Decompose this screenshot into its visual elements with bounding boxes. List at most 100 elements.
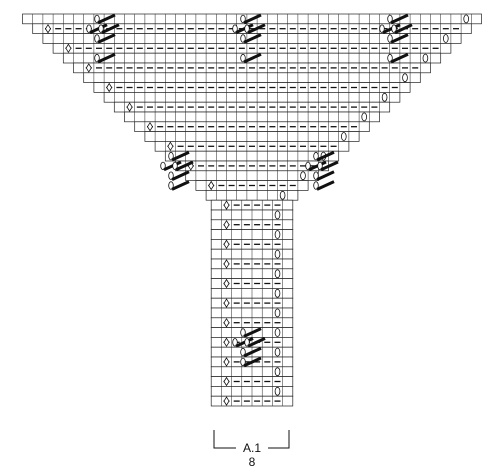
oval-icon [463,14,470,24]
diamond-icon [85,63,92,73]
row-outline [83,72,421,83]
diamond-icon [147,121,153,132]
chart-label: A.1 [243,441,261,455]
chart-row [210,239,294,250]
row-outline [185,170,319,181]
diamond-icon [223,337,230,348]
chart-row [210,268,294,279]
oval-icon [274,347,281,357]
diamond-icon [223,376,230,387]
oval-icon [274,308,281,318]
diamond-icon [223,396,230,406]
chart-row [210,209,294,221]
oval-icon [274,386,281,396]
slanted-bar-icon [317,160,339,172]
chart-row [210,288,294,299]
chart-row [210,229,294,240]
oval-icon [422,53,429,63]
oval-icon [402,73,408,83]
oval-icon [361,112,368,122]
slanted-bar-icon [313,180,335,191]
slanted-bar-icon [387,33,409,44]
diamond-icon [223,239,230,250]
chart-row [164,150,340,162]
slanted-bar-icon [168,180,190,191]
chart-row [210,278,294,289]
slanted-bar-icon [387,52,409,64]
diamond-icon [65,43,72,54]
slanted-bar-icon [172,160,194,172]
diamond-icon [223,278,230,289]
oval-icon [274,288,281,298]
chart-row [210,199,294,211]
slanted-bar-icon [240,327,262,338]
diamond-icon [223,317,230,328]
chart-row [124,111,380,123]
diamond-icon [45,23,51,34]
slanted-bar-icon [94,52,116,64]
diamond-icon [167,141,174,152]
slanted-bar-icon [168,170,190,181]
slanted-bar-icon [240,33,262,44]
chart-row [103,92,401,103]
chart-row [210,395,294,407]
diamond-icon [223,259,230,269]
diamond-icon [223,357,230,367]
slanted-bar-icon [244,23,266,34]
oval-icon [274,210,281,220]
oval-icon [274,249,281,259]
slanted-bar-icon [313,170,335,181]
oval-icon [274,230,281,239]
chart-row [210,376,294,387]
repeat-count: 8 [249,455,256,469]
slanted-bar-icon [94,13,116,25]
diamond-icon [126,102,133,112]
oval-icon [274,367,281,377]
slanted-bar-icon [240,13,262,25]
diamond-icon [223,219,230,230]
repeat-bracket [213,430,290,449]
chart-row [83,72,421,83]
slanted-bar-icon [240,346,262,358]
row-outline [124,111,380,123]
chart-row [185,170,319,181]
slanted-bar-icon [240,52,262,64]
chart-row [210,317,294,328]
row-outline [103,92,401,103]
cable-layer [86,13,413,368]
bracket-left [213,430,236,449]
bracket-right [268,430,290,449]
diamond-icon [223,200,230,210]
diamond-icon [208,180,215,191]
chart-row [210,297,294,309]
oval-icon [340,132,347,141]
grid-layer [22,13,482,407]
slanted-bar-icon [94,33,116,44]
chart-row [210,219,294,230]
oval-icon [274,328,281,337]
chart-row [210,258,294,270]
chart-row [144,131,360,142]
diamond-icon [223,298,230,308]
chart-row [210,307,294,319]
row-outline [144,131,360,142]
slanted-bar-icon [240,356,262,368]
diamond-icon [106,82,113,93]
oval-icon [279,190,286,200]
oval-icon [442,34,449,43]
chart-row [210,248,294,260]
slanted-bar-icon [98,23,120,34]
slanted-bar-icon [387,13,409,25]
slanted-bar-icon [168,150,190,162]
oval-icon [381,92,388,102]
oval-icon [300,171,306,181]
slanted-bar-icon [244,337,266,348]
slanted-bar-icon [313,150,335,162]
chart-row [210,386,294,397]
oval-icon [274,269,281,279]
chart-row [210,366,294,377]
row-outline [164,150,340,162]
slanted-bar-icon [391,23,413,34]
